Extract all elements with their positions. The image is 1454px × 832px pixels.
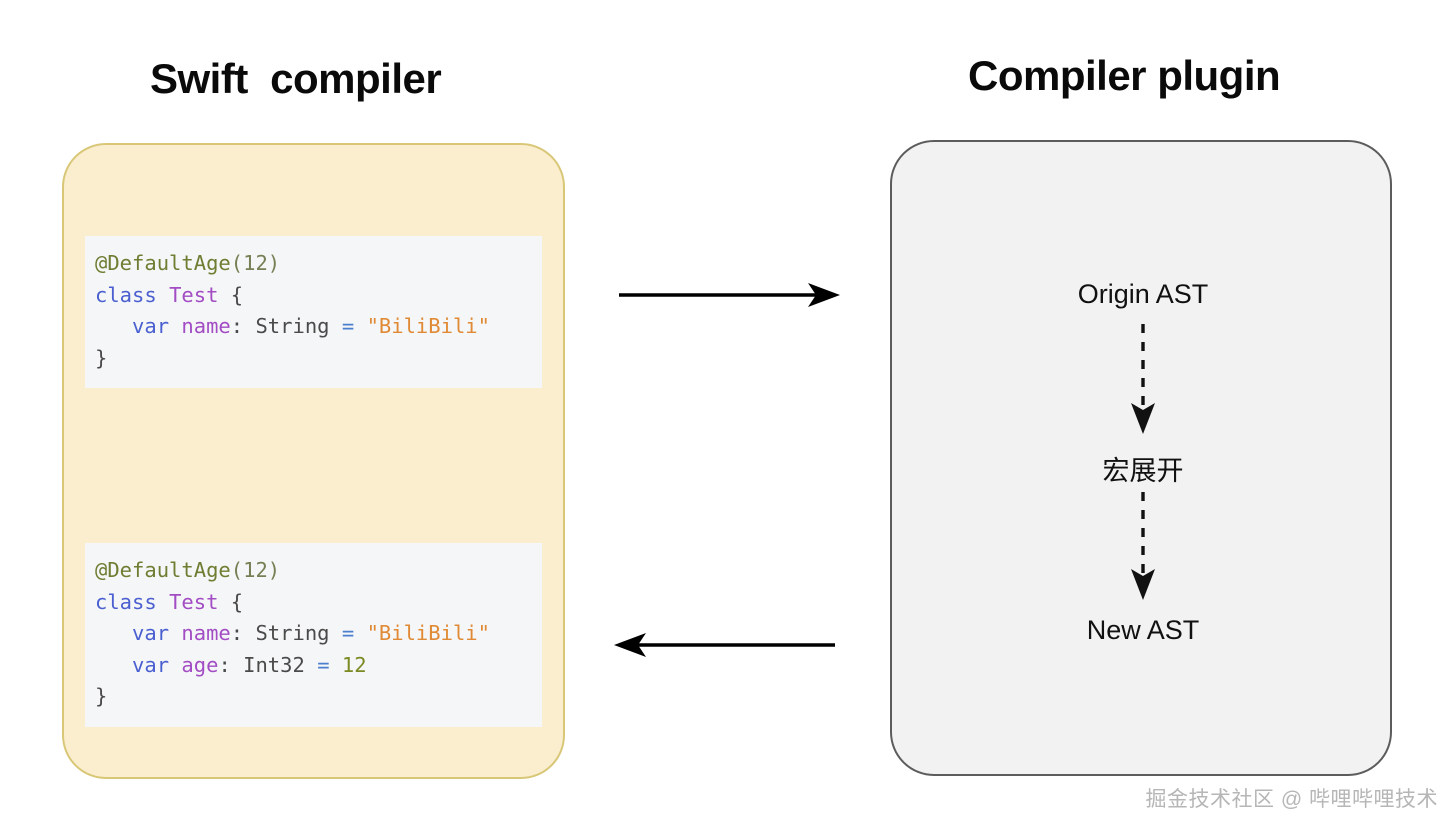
code-token: } — [95, 345, 108, 370]
code-line: @DefaultAge(12) — [95, 555, 528, 587]
code-token: 12 — [243, 558, 268, 582]
code-token: class — [95, 282, 170, 307]
dashed-arrow-down-icon — [1110, 324, 1176, 436]
code-token: age — [181, 652, 219, 677]
arrow-right-swift-to-plugin-icon — [619, 282, 841, 308]
code-token: var — [132, 621, 182, 645]
flow-node-macro-expand: 宏展开 — [1102, 456, 1184, 486]
compiler-plugin-panel: Origin AST 宏展开 New AST — [890, 140, 1392, 776]
origin-source-code-block: @DefaultAge(12)class Test { var name: St… — [85, 236, 542, 388]
code-token: name — [181, 314, 231, 338]
code-token: "BiliBili" — [366, 314, 490, 338]
flow-node-new-ast: New AST — [1086, 615, 1200, 645]
expanded-source-code-block: @DefaultAge(12)class Test { var name: St… — [85, 543, 542, 727]
code-line: class Test { — [95, 280, 528, 312]
code-token: var — [132, 314, 182, 338]
code-token: { — [218, 282, 244, 307]
code-token: { — [218, 589, 244, 614]
code-line: var age: Int32 = 12 — [95, 650, 528, 682]
code-line: } — [95, 343, 528, 375]
code-token — [95, 653, 132, 677]
code-token: 12 — [341, 652, 367, 677]
arrow-left-plugin-to-swift-icon — [613, 632, 835, 658]
watermark-text: 掘金技术社区 @ 哔哩哔哩技术 — [1145, 788, 1438, 811]
code-line: @DefaultAge(12) — [95, 248, 528, 280]
code-token: = — [341, 621, 367, 645]
code-line: } — [95, 681, 528, 713]
code-token: = — [317, 652, 342, 677]
code-token: Test — [169, 589, 219, 614]
code-token: ( — [230, 251, 244, 275]
code-token: } — [95, 684, 108, 708]
code-token: : String — [230, 314, 342, 338]
dashed-arrow-down-icon — [1110, 492, 1176, 602]
flow-node-origin-ast: Origin AST — [1077, 279, 1209, 309]
code-line: class Test { — [95, 587, 528, 619]
code-token: : Int32 — [218, 652, 318, 677]
code-token: : String — [230, 621, 342, 645]
code-line: var name: String = "BiliBili" — [95, 618, 528, 650]
code-token: @DefaultAge — [95, 251, 231, 275]
code-token: "BiliBili" — [366, 621, 490, 645]
code-token: Test — [169, 282, 219, 307]
code-token — [95, 621, 132, 645]
page-title-compiler-plugin: Compiler plugin — [968, 52, 1281, 99]
code-token — [95, 314, 132, 338]
swift-compiler-panel: @DefaultAge(12)class Test { var name: St… — [62, 143, 565, 779]
code-token: 12 — [243, 251, 268, 275]
page-title-swift-compiler: Swift compiler — [150, 55, 442, 102]
code-token: ) — [267, 251, 281, 275]
code-token: @DefaultAge — [95, 558, 231, 582]
code-token: = — [341, 314, 367, 338]
code-token: var — [132, 652, 182, 677]
code-token: ) — [267, 558, 281, 582]
code-line: var name: String = "BiliBili" — [95, 311, 528, 343]
code-token: class — [95, 589, 170, 614]
code-token: ( — [230, 558, 244, 582]
code-token: name — [181, 621, 231, 645]
